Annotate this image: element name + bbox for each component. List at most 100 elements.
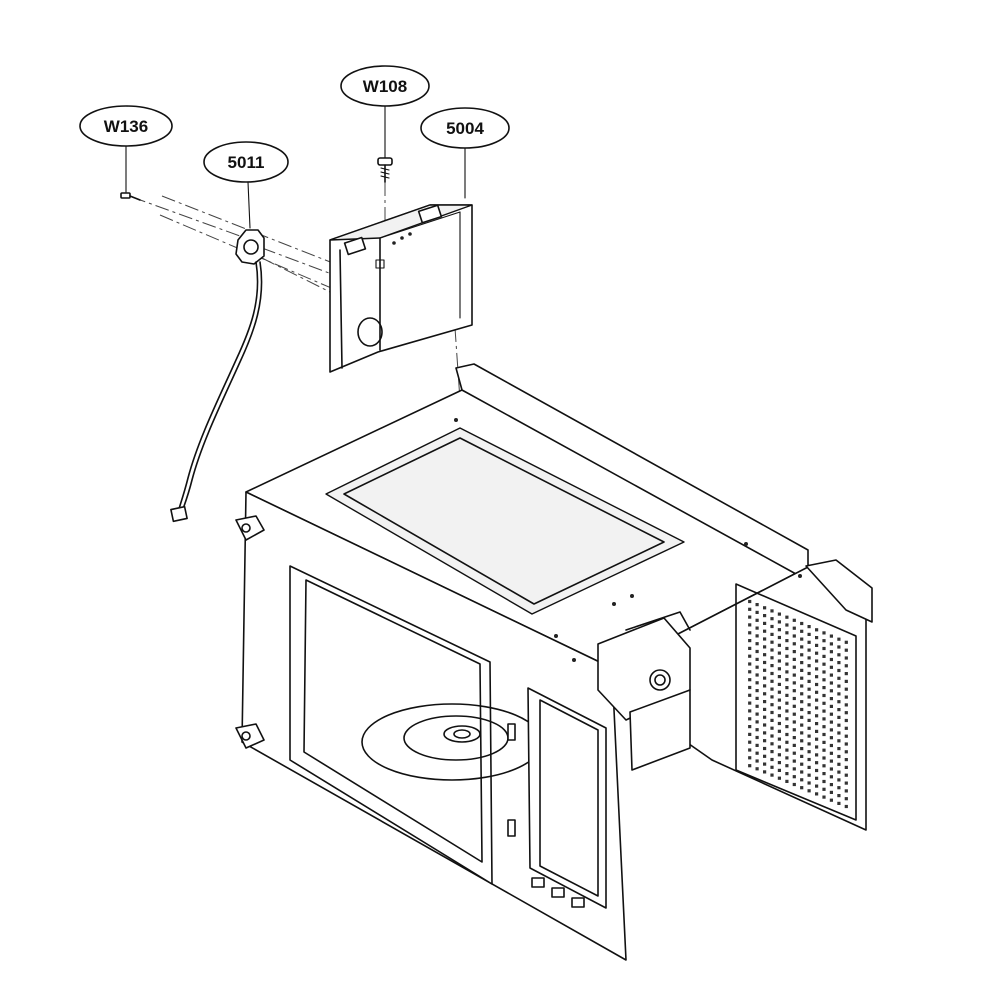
sensor-5011	[170, 229, 265, 523]
vent-hole	[792, 650, 796, 654]
vent-hole	[837, 786, 841, 790]
vent-hole	[755, 689, 759, 693]
vent-hole	[763, 668, 767, 672]
vent-hole	[785, 646, 789, 651]
vent-hole	[807, 664, 811, 668]
vent-hole	[777, 721, 781, 726]
vent-hole	[844, 758, 848, 762]
vent-hole	[755, 642, 759, 646]
vent-hole	[829, 712, 833, 716]
vent-hole	[785, 725, 789, 729]
vent-hole	[822, 709, 826, 713]
vent-hole	[837, 754, 841, 759]
vent-hole	[763, 762, 767, 766]
vent-hole	[822, 725, 826, 729]
vent-hole	[792, 665, 796, 669]
vent-hole	[815, 761, 819, 765]
vent-hole	[770, 640, 774, 644]
vent-hole	[763, 637, 767, 641]
vent-hole	[829, 697, 833, 701]
callout-w136: W136	[79, 105, 173, 193]
vent-hole	[785, 639, 789, 643]
callout-5011-label: 5011	[228, 153, 265, 172]
vent-hole	[807, 671, 811, 676]
vent-hole	[748, 732, 752, 736]
vent-hole	[755, 665, 759, 669]
vent-hole	[755, 696, 759, 700]
vent-hole	[792, 775, 796, 779]
vent-hole	[770, 695, 774, 699]
vent-hole	[777, 698, 781, 702]
vent-hole	[770, 664, 774, 668]
vent-hole	[755, 728, 759, 732]
vent-hole	[815, 698, 819, 702]
vent-hole	[815, 682, 819, 687]
vent-hole	[777, 659, 781, 663]
vent-hole	[844, 742, 848, 746]
vent-hole	[792, 704, 796, 708]
vent-hole	[748, 685, 752, 690]
vent-hole	[785, 740, 789, 744]
vent-hole	[829, 790, 833, 794]
vent-hole	[800, 700, 804, 704]
vent-hole	[822, 701, 826, 705]
vent-hole	[748, 756, 752, 760]
vent-hole	[792, 767, 796, 771]
vent-hole	[748, 639, 752, 643]
vent-hole	[770, 617, 774, 621]
vent-hole	[785, 686, 789, 690]
vent-hole	[822, 686, 826, 690]
vent-hole	[815, 690, 819, 694]
vent-hole	[822, 662, 826, 666]
vent-hole	[815, 753, 819, 757]
vent-hole	[822, 740, 826, 744]
vent-hole	[785, 756, 789, 760]
vent-hole	[844, 804, 848, 809]
vent-hole	[815, 706, 819, 710]
vent-hole	[748, 646, 752, 650]
vent-hole	[844, 781, 848, 785]
vent-hole	[748, 740, 752, 744]
vent-hole	[800, 653, 804, 657]
vent-hole	[792, 743, 796, 747]
vent-hole	[800, 707, 804, 712]
vent-hole	[800, 661, 804, 665]
vent-hole	[755, 759, 759, 763]
vent-hole	[763, 676, 767, 680]
vent-hole	[837, 653, 841, 657]
vent-hole	[844, 734, 848, 738]
vent-hole	[755, 634, 759, 638]
oven-chassis	[235, 363, 873, 961]
vent-hole	[748, 717, 752, 721]
vent-hole	[815, 768, 819, 773]
vent-hole	[755, 681, 759, 685]
vent-hole	[844, 656, 848, 660]
vent-hole	[800, 731, 804, 735]
vent-hole	[785, 631, 789, 635]
vent-hole	[792, 626, 796, 630]
vent-hole	[807, 632, 811, 636]
vent-hole	[807, 742, 811, 746]
bracket-5004	[329, 204, 473, 373]
vent-hole	[785, 615, 789, 619]
vent-hole	[829, 650, 833, 654]
vent-hole	[800, 668, 804, 672]
vent-hole	[777, 737, 781, 741]
vent-hole	[844, 695, 848, 699]
vent-hole	[807, 656, 811, 660]
vent-hole	[785, 772, 789, 776]
vent-hole	[815, 737, 819, 741]
vent-hole	[755, 649, 759, 654]
vent-hole	[800, 723, 804, 727]
vent-hole	[770, 624, 774, 629]
vent-hole	[748, 709, 752, 713]
vent-hole	[829, 783, 833, 787]
vent-hole	[748, 654, 752, 658]
vent-hole	[763, 700, 767, 704]
vent-hole	[837, 637, 841, 641]
vent-hole	[815, 714, 819, 718]
vent-hole	[837, 801, 841, 805]
vent-hole	[792, 736, 796, 740]
screw-w108	[377, 157, 393, 183]
